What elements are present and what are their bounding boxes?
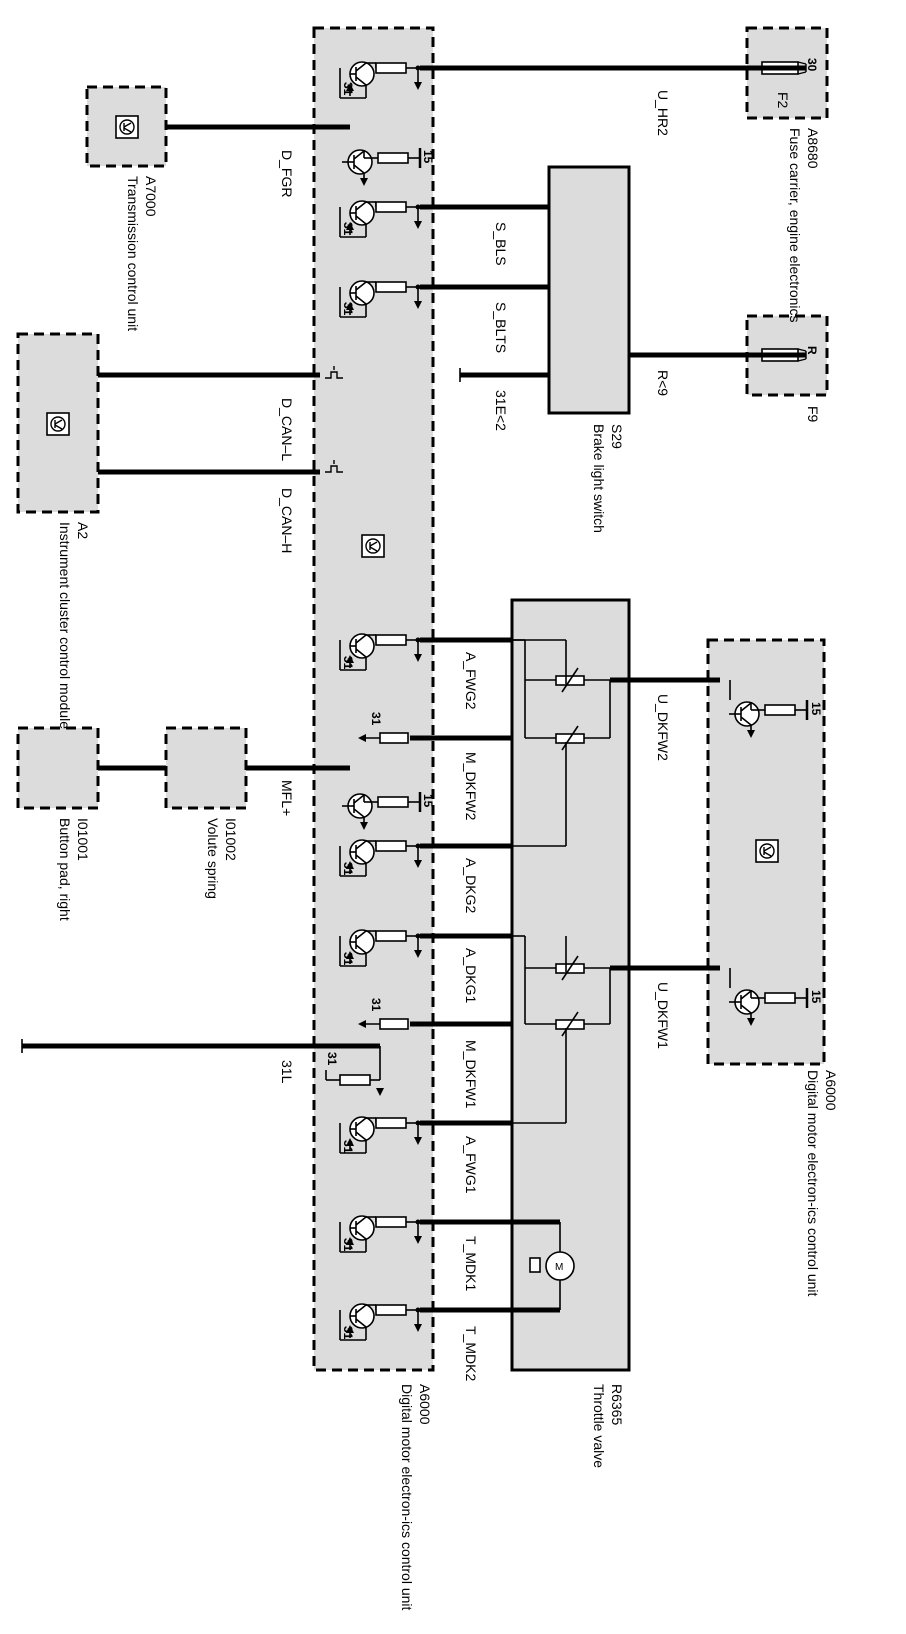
label-r9: R<9	[655, 370, 671, 396]
labels: U_HR2 D_FGR S_BLS S_BLTS 31E<2 R<9 D_CAN…	[57, 58, 839, 1611]
label-t-mdk1: T_MDK1	[463, 1236, 479, 1291]
label-t-mdk2: T_MDK2	[463, 1326, 479, 1381]
button-pad-box	[16, 726, 100, 810]
label-m-dkfw1: M_DKFW1	[463, 1040, 479, 1109]
label-a7000-name: Transmission control unit	[125, 176, 141, 331]
pin-31: 31	[341, 862, 355, 876]
label-r6365-name: Throttle valve	[591, 1384, 607, 1468]
label-u-hr2: U_HR2	[655, 90, 671, 136]
label-f2: F2	[775, 92, 791, 109]
label-s29-name: Brake light switch	[591, 424, 607, 533]
label-i01001-name: Button pad, right	[57, 818, 73, 921]
label-a6000-name: Digital motor electron-ics control unit	[399, 1384, 415, 1611]
brake-light-switch-box	[547, 165, 631, 415]
ecu-ground-resistors	[325, 732, 409, 1096]
label-a8680-name: Fuse carrier, engine electronics	[787, 128, 803, 323]
label-31e2: 31E<2	[493, 390, 509, 431]
label-terminal-r: R	[805, 346, 819, 355]
throttle-internals: M	[512, 639, 611, 1310]
label-m-dkfw2: M_DKFW2	[463, 752, 479, 821]
pin-31: 31	[341, 952, 355, 966]
label-a-fwg2: A_FWG2	[463, 652, 479, 710]
label-a8680-id: A8680	[805, 128, 821, 169]
pin-31: 31	[341, 222, 355, 236]
label-a7000-id: A7000	[143, 176, 159, 217]
pin-31: 31	[369, 998, 383, 1012]
pin-31: 31	[341, 656, 355, 670]
label-f9: F9	[805, 406, 821, 423]
transmission-box	[85, 85, 168, 168]
label-i01001-id: I01001	[75, 818, 91, 861]
pin-31: 31	[341, 1140, 355, 1154]
label-s-blts: S_BLTS	[493, 302, 509, 353]
pin-15: 15	[809, 990, 823, 1004]
right-ecu-icon	[755, 839, 779, 863]
pin-31: 31	[369, 712, 383, 726]
pin-15: 15	[421, 794, 435, 808]
instrument-ecu-icon	[46, 412, 70, 436]
label-d-fgr: D_FGR	[279, 150, 295, 197]
label-i01002-id: I01002	[223, 818, 239, 861]
label-d-can-h: D_CAN–H	[279, 488, 295, 553]
right-ecu-drivers	[727, 680, 809, 1028]
transmission-ecu-icon	[115, 115, 139, 139]
label-a6000-right-id: A6000	[823, 1070, 839, 1111]
label-terminal-30: 30	[805, 58, 819, 72]
label-u-dkfw1: U_DKFW1	[655, 982, 671, 1049]
label-u-dkfw2: U_DKFW2	[655, 694, 671, 761]
label-a6000-id: A6000	[417, 1384, 433, 1425]
ecu-main-box	[312, 26, 435, 1372]
label-a-dkg2: A_DKG2	[463, 858, 479, 913]
pin-15: 15	[421, 150, 435, 164]
pin-15: 15	[809, 702, 823, 716]
throttle-valve-box	[510, 598, 631, 1372]
pin-31: 31	[341, 302, 355, 316]
pin-31: 31	[341, 1238, 355, 1252]
label-a2-id: A2	[75, 522, 91, 539]
label-a6000-right-name: Digital motor electron-ics control unit	[805, 1070, 821, 1297]
label-s-bls: S_BLS	[493, 222, 509, 266]
pin-31: 31	[325, 1052, 339, 1066]
svg-text:M: M	[555, 1262, 563, 1273]
volute-spring-box	[164, 726, 248, 810]
label-i01002-name: Volute spring	[205, 818, 221, 899]
label-a-dkg1: A_DKG1	[463, 948, 479, 1003]
label-mfl: MFL+	[279, 780, 295, 816]
label-31l: 31L	[279, 1060, 295, 1084]
label-s29-id: S29	[609, 424, 625, 449]
label-a2-name: Instrument cluster control module	[57, 522, 73, 729]
label-d-can-l: D_CAN–L	[279, 398, 295, 461]
wires	[21, 65, 806, 1313]
label-a-fwg1: A_FWG1	[463, 1136, 479, 1194]
pin-31: 31	[341, 1326, 355, 1340]
main-ecu-icon	[361, 534, 385, 558]
pin-31: 31	[341, 82, 355, 96]
label-r6365-id: R6365	[609, 1384, 625, 1425]
